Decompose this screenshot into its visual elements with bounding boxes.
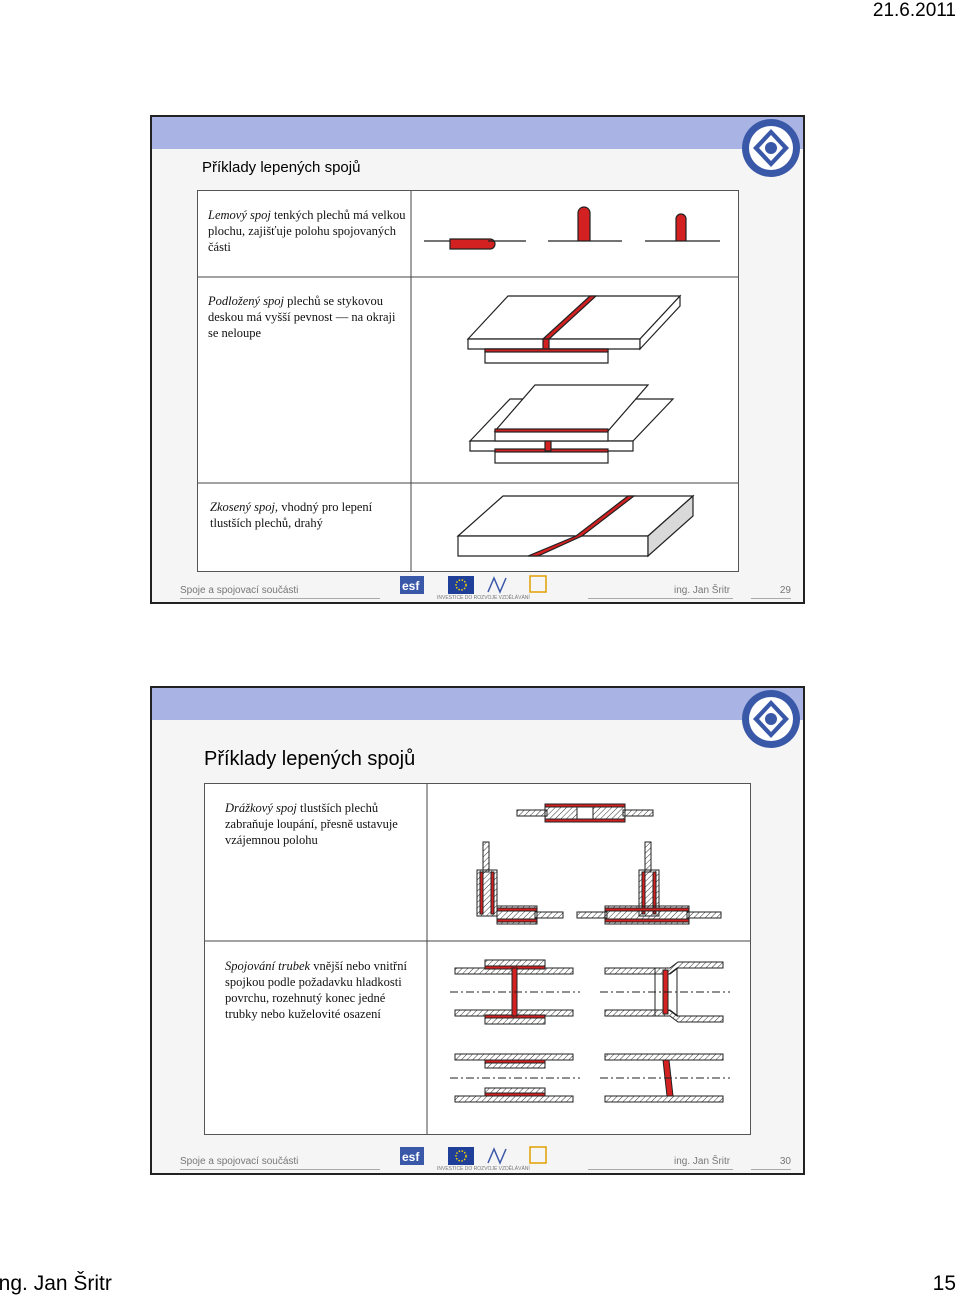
lem-joint-text: Lemový spoj tenkých plechů má velkou plo… <box>208 208 406 254</box>
scarf-joint-text: Zkosený spoj, vhodný pro lepení tlustšíc… <box>210 500 373 530</box>
school-logo <box>742 119 800 177</box>
slide-title: Příklady lepených spojů <box>204 748 416 770</box>
eu-flag-logo <box>448 1147 474 1165</box>
slide-footer: Spoje a spojovací součásti esf INVESTICE… <box>152 575 803 602</box>
page-number: 15 <box>932 1272 956 1295</box>
sponsor-logos: esf <box>400 575 547 594</box>
page-date: 21.6.2011 <box>872 0 956 21</box>
msmt-logo <box>487 1147 507 1165</box>
esf-logo <box>400 576 424 594</box>
slide-number: 30 <box>779 1156 791 1167</box>
groove-joint-text: Drážkový spoj tlustších plechů zabraňuje… <box>225 801 398 847</box>
footer-logos-caption: INVESTICE DO ROZVOJE VZDĚLÁVÁNÍ <box>437 1166 530 1172</box>
school-logo <box>742 690 800 748</box>
footer-author: ing. Jan Šritr <box>674 1156 731 1167</box>
slide-29: Příklady lepených spojů <box>150 115 805 604</box>
sponsor-logos: esf <box>400 1146 547 1165</box>
slide-number: 29 <box>779 585 791 596</box>
slide-footer: Spoje a spojovací součásti esf INVESTICE… <box>152 1146 803 1173</box>
svg-text:esf: esf <box>402 579 420 593</box>
msmt-logo <box>487 576 507 594</box>
footer-course: Spoje a spojovací součásti <box>180 1156 299 1167</box>
footer-author: ing. Jan Šritr <box>674 585 731 596</box>
eu-flag-logo <box>448 576 474 594</box>
backed-joint-text: Podložený spoj plechů se stykovou deskou… <box>208 294 396 340</box>
esf-logo <box>400 1147 424 1165</box>
svg-text:esf: esf <box>402 1150 420 1164</box>
slide-header-band <box>152 117 803 149</box>
op-logo <box>529 575 547 593</box>
slide-30: Příklady lepených spojů <box>150 686 805 1175</box>
tube-joint-text: Spojování trubek vnější nebo vnitřní spo… <box>225 959 407 1021</box>
slide-header-band <box>152 688 803 720</box>
slide-title: Příklady lepených spojů <box>202 159 361 176</box>
op-logo <box>529 1146 547 1164</box>
page-author: ing. Jan Šritr <box>0 1272 112 1295</box>
bonded-joints-figure: Lemový spoj tenkých plechů má velkou plo… <box>197 190 739 572</box>
footer-logos-caption: INVESTICE DO ROZVOJE VZDĚLÁVÁNÍ <box>437 595 530 601</box>
bonded-joints-figure: Drážkový spoj tlustších plechů zabraňuje… <box>204 783 751 1135</box>
footer-course: Spoje a spojovací součásti <box>180 585 299 596</box>
